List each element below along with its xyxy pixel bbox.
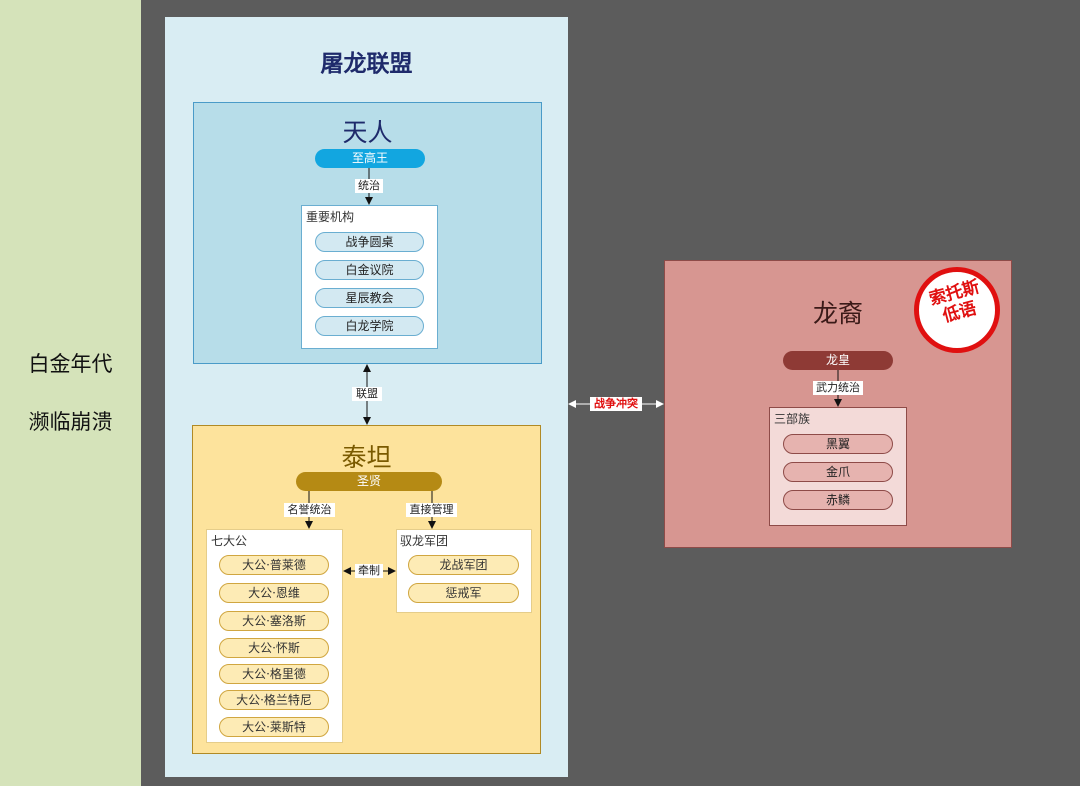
army-item: 惩戒军	[408, 583, 519, 603]
edge-label-tianren-rule: 统治	[355, 179, 383, 193]
sidebar-line-2: 濒临崩溃	[28, 410, 113, 434]
duke-item: 大公·莱斯特	[219, 717, 329, 737]
org-item: 星辰教会	[315, 288, 424, 308]
tribes-label: 三部族	[774, 412, 811, 426]
tribe-item: 黑翼	[783, 434, 893, 454]
army-label: 驭龙军团	[400, 534, 449, 548]
org-item: 白金议院	[315, 260, 424, 280]
edge-label-direct: 直接管理	[406, 503, 457, 517]
duke-item: 大公·怀斯	[219, 638, 329, 658]
duke-item: 大公·恩维	[219, 583, 329, 603]
dukes-label: 七大公	[211, 534, 248, 548]
longyi-leader-pill: 龙皇	[783, 351, 893, 370]
taitan-leader-pill: 圣贤	[296, 472, 442, 491]
tribe-item: 金爪	[783, 462, 893, 482]
edge-label-check: 牵制	[355, 564, 383, 578]
taitan-title: 泰坦	[341, 443, 392, 472]
edge-label-honor: 名誉统治	[284, 503, 335, 517]
tribe-item: 赤鳞	[783, 490, 893, 510]
duke-item: 大公·普莱德	[219, 555, 329, 575]
edge-label-war: 战争冲突	[590, 397, 642, 411]
org-item: 战争圆桌	[315, 232, 424, 252]
tianren-title: 天人	[342, 118, 393, 147]
org-item: 白龙学院	[315, 316, 424, 336]
longyi-title: 龙裔	[812, 299, 863, 328]
duke-item: 大公·塞洛斯	[219, 611, 329, 631]
army-item: 龙战军团	[408, 555, 519, 575]
sidebar-panel	[0, 0, 141, 786]
edge-label-longyi-rule: 武力统治	[813, 381, 863, 395]
tianren-org-label: 重要机构	[306, 210, 355, 224]
duke-item: 大公·格兰特尼	[219, 690, 329, 710]
sidebar-line-1: 白金年代	[28, 352, 113, 376]
duke-item: 大公·格里德	[219, 664, 329, 684]
stamp-seal	[914, 267, 1000, 353]
tianren-leader-pill: 至高王	[315, 149, 425, 168]
alliance-title: 屠龙联盟	[320, 50, 413, 77]
edge-label-alliance: 联盟	[352, 387, 382, 401]
